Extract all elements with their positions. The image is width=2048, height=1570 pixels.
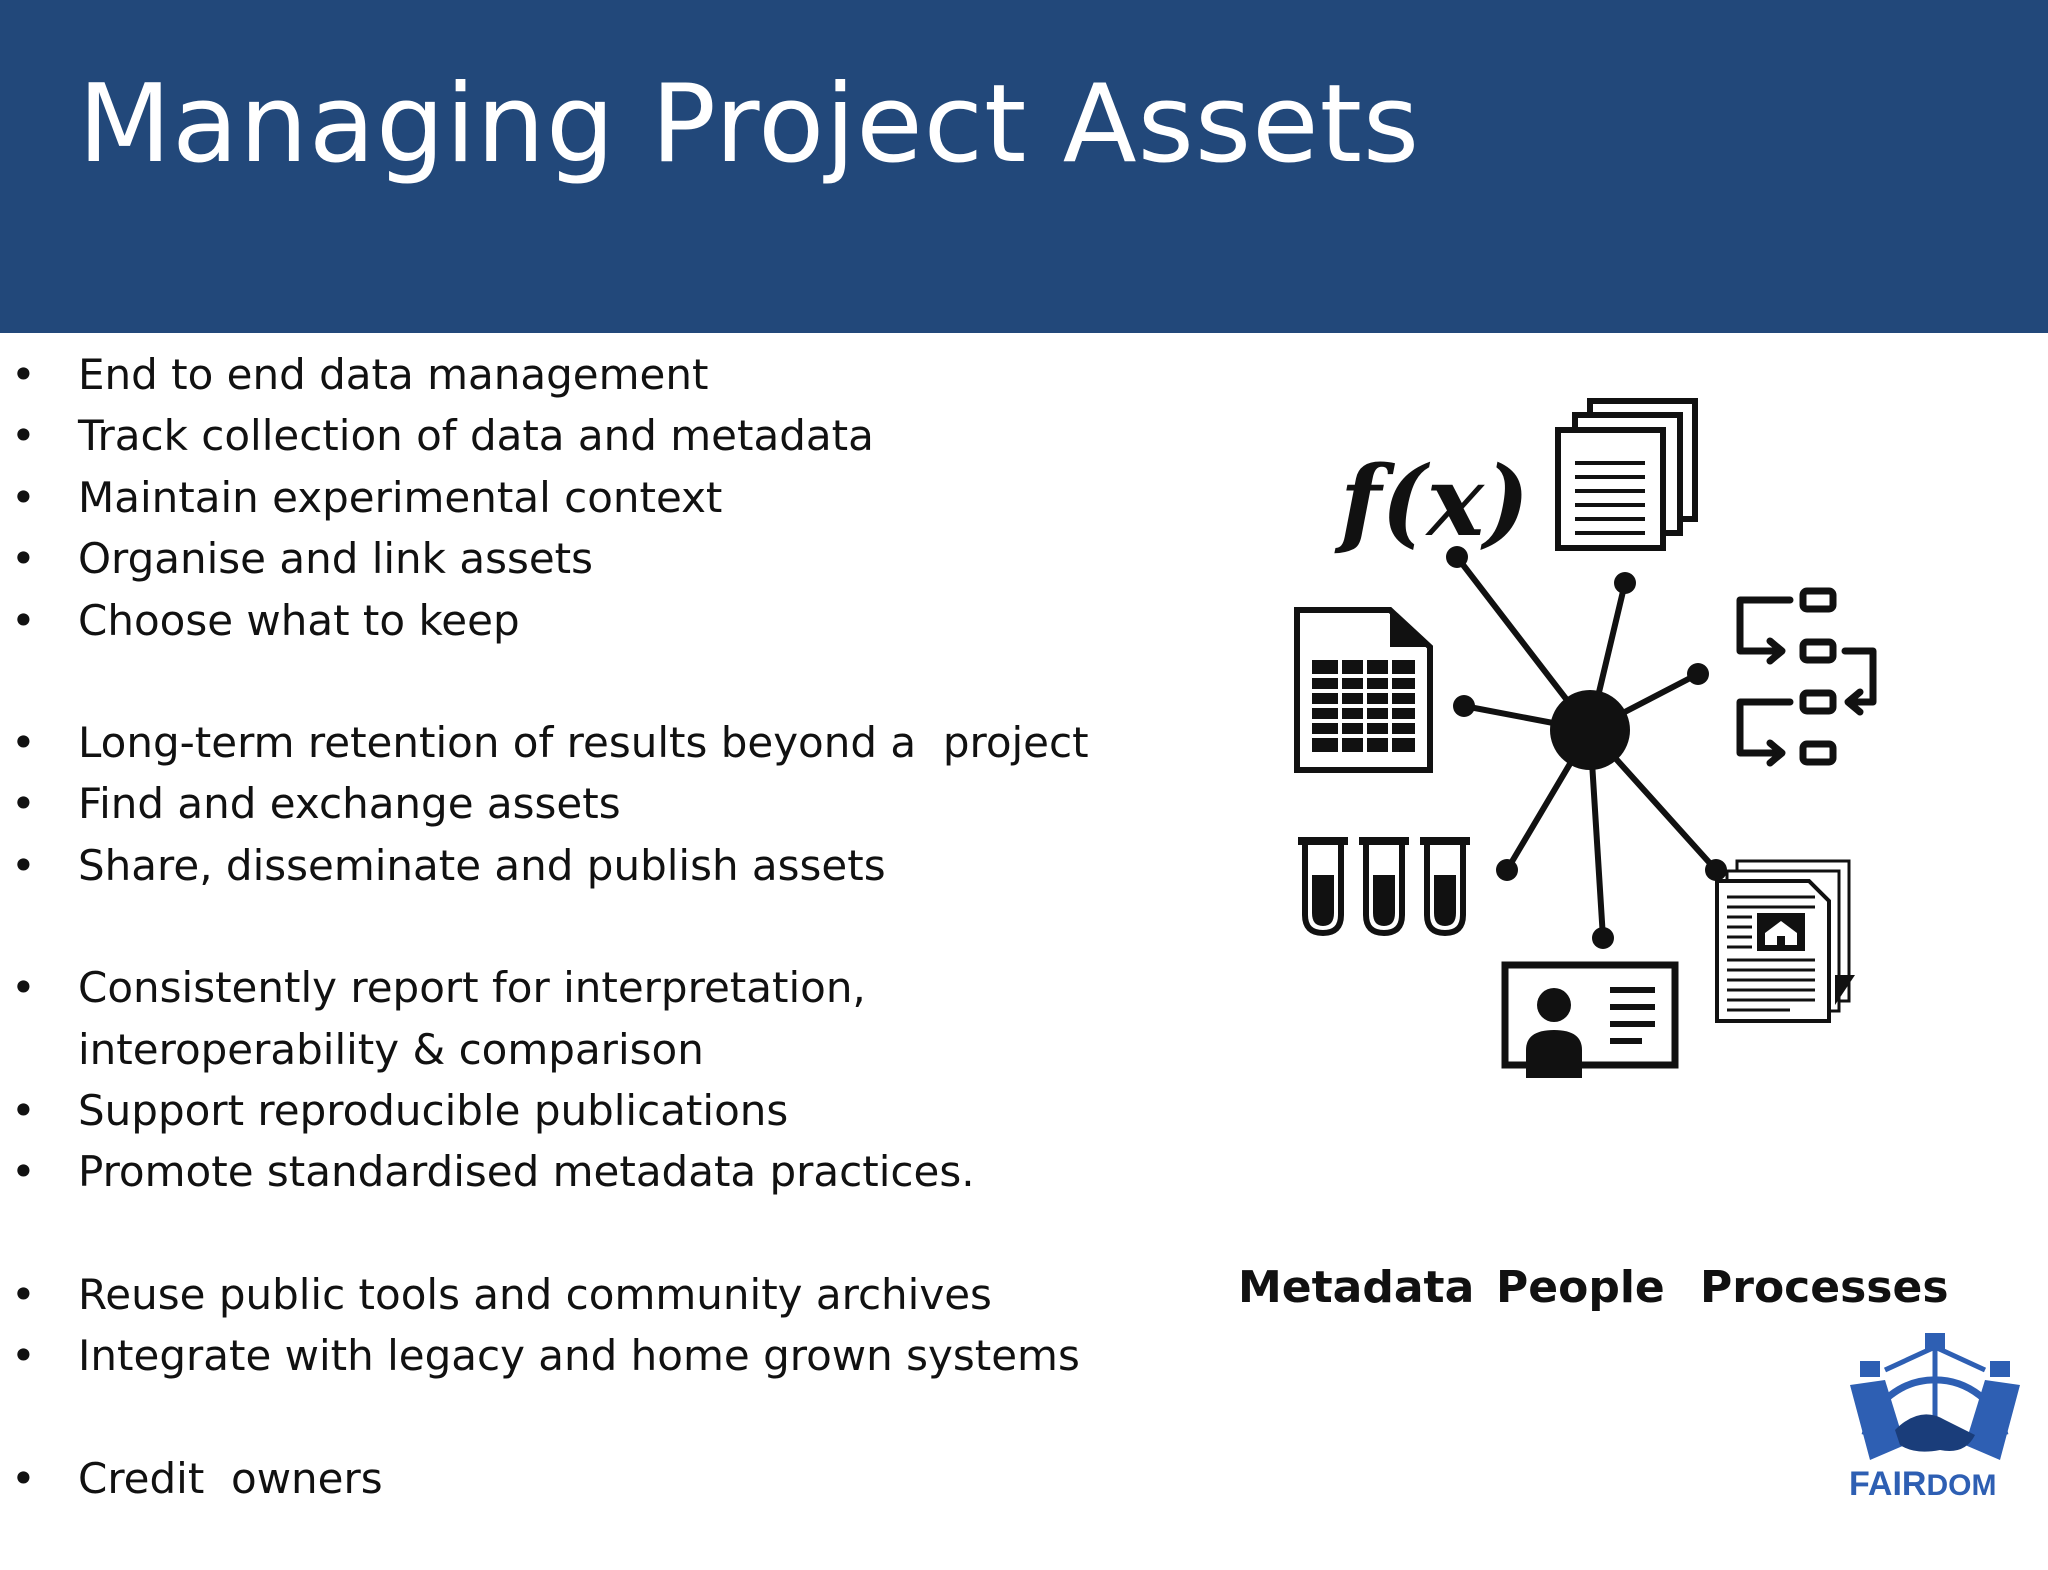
bullet-item: • Credit owners	[0, 1448, 1140, 1509]
bullet-group: • Consistently report for interpretation,…	[0, 957, 1140, 1203]
bullet-text: Maintain experimental context	[78, 472, 723, 522]
bullet-marker: •	[11, 1086, 36, 1136]
bullet-marker: •	[11, 411, 36, 461]
bullet-text: Reuse public tools and community archive…	[78, 1269, 992, 1319]
bullet-marker: •	[11, 472, 36, 522]
bullet-item: • Integrate with legacy and home grown sy…	[0, 1325, 1140, 1386]
title-banner: Managing Project Assets	[0, 0, 2048, 333]
bullet-text: End to end data management	[78, 350, 709, 399]
bullet-text: Promote standardised metadata practices.	[78, 1147, 975, 1197]
connector-node	[1614, 572, 1636, 594]
bullet-group: • Credit owners	[0, 1448, 1140, 1509]
function-icon: f(x)	[1334, 445, 1529, 558]
bullet-marker: •	[11, 1147, 36, 1197]
bullet-text: Organise and link assets	[78, 534, 594, 584]
bullet-text: Integrate with legacy and home grown sys…	[78, 1331, 1080, 1381]
bullet-text: Track collection of data and metadata	[78, 411, 874, 461]
bullet-marker: •	[11, 840, 36, 890]
bullet-marker: •	[11, 1331, 36, 1381]
connector-node	[1446, 546, 1468, 568]
bullet-text: Find and exchange assets	[78, 779, 621, 829]
bullet-item: • Consistently report for interpretation,…	[0, 957, 1140, 1080]
central-hub-node	[1550, 690, 1630, 770]
bullet-marker: •	[11, 779, 36, 829]
person-card-icon	[1501, 961, 1679, 1078]
fairdom-emblem	[1850, 1333, 2020, 1460]
bullet-item: • End to end data management	[0, 344, 1140, 405]
bullet-marker: •	[11, 1269, 36, 1319]
publication-icon	[1715, 859, 1855, 1023]
connector-node	[1592, 927, 1614, 949]
bullet-item: • Find and exchange assets	[0, 773, 1140, 834]
caption-people: People	[1496, 1262, 1665, 1313]
bullet-text: Support reproducible publications	[78, 1086, 789, 1136]
fairdom-logo: FAIRDOM	[1849, 1333, 2020, 1503]
bullet-text: Choose what to keep	[78, 595, 520, 645]
asset-network-diagram: f(x)	[1294, 398, 1877, 1078]
bullet-marker: •	[11, 534, 36, 584]
bullet-marker: •	[11, 1453, 36, 1503]
bullet-item: • Promote standardised metadata practices…	[0, 1141, 1140, 1202]
slide-title: Managing Project Assets	[78, 62, 1421, 187]
bullet-text: Long-term retention of results beyond a …	[78, 718, 1089, 768]
bullet-text: Credit owners	[78, 1453, 383, 1503]
spreadsheet-icon	[1294, 607, 1433, 773]
bullet-text: Consistently report for interpretation, …	[78, 963, 866, 1074]
bullet-text: Share, disseminate and publish assets	[78, 840, 886, 890]
connector-node	[1705, 859, 1727, 881]
bullet-marker: •	[11, 718, 36, 768]
connector-node	[1453, 695, 1475, 717]
bullet-group: • End to end data management • Track collec…	[0, 344, 1140, 651]
bullet-item: • Share, disseminate and publish assets	[0, 835, 1140, 896]
bullet-item: • Choose what to keep	[0, 590, 1140, 651]
bullet-marker: •	[11, 963, 36, 1013]
bullet-item: • Long-term retention of results beyond a…	[0, 712, 1140, 773]
process-flow-icon	[1736, 587, 1877, 767]
bullet-item: • Support reproducible publications	[0, 1080, 1140, 1141]
caption-processes: Processes	[1700, 1262, 1949, 1313]
test-tubes-icon	[1298, 837, 1470, 937]
bullet-list: • End to end data management • Track collec…	[0, 344, 1140, 1570]
bullet-group: • Long-term retention of results beyond a…	[0, 712, 1140, 896]
caption-metadata: Metadata	[1238, 1262, 1475, 1313]
documents-icon	[1555, 398, 1698, 551]
connector-node	[1496, 859, 1518, 881]
bullet-group: • Reuse public tools and community archiv…	[0, 1264, 1140, 1387]
logo-text-fair: FAIR	[1849, 1465, 1926, 1503]
bullet-marker: •	[11, 350, 36, 399]
bullet-marker: •	[11, 595, 36, 645]
bullet-item: • Reuse public tools and community archiv…	[0, 1264, 1140, 1325]
bullet-item: • Organise and link assets	[0, 528, 1140, 589]
bullet-item: • Maintain experimental context	[0, 467, 1140, 528]
svg-text:FAIRDOM: FAIRDOM	[1849, 1465, 1996, 1503]
connector-node	[1687, 663, 1709, 685]
logo-text-dom: DOM	[1926, 1469, 1996, 1502]
bullet-item: • Track collection of data and metadata	[0, 405, 1140, 466]
